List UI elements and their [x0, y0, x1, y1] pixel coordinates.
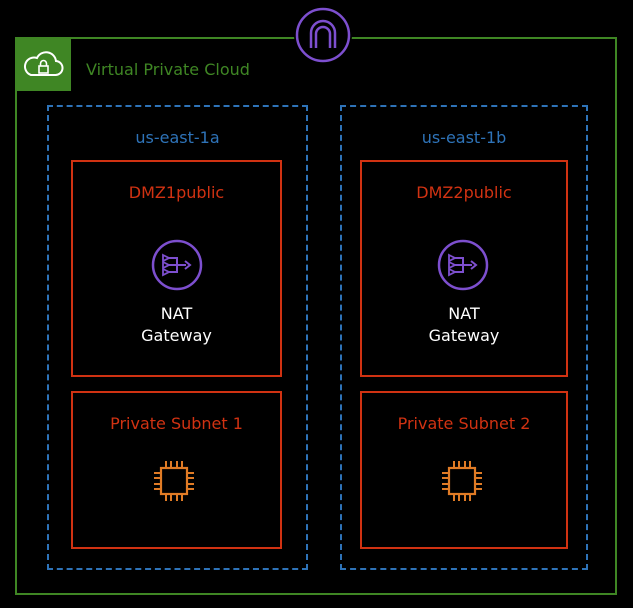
public-subnet-b: [360, 160, 568, 377]
nat-gateway-label-a: NAT Gateway: [71, 303, 282, 347]
ec2-chip-icon: [442, 461, 482, 501]
internet-gateway: [294, 6, 352, 64]
internet-gateway-icon: [295, 7, 351, 63]
public-subnet-label-a: DMZ1public: [128, 183, 225, 202]
az-label-a: us-east-1a: [135, 128, 220, 147]
public-subnet-label-b: DMZ2public: [416, 183, 512, 202]
private-subnet-b: [360, 391, 568, 549]
instance-b: [436, 455, 488, 507]
private-subnet-label-a: Private Subnet 1: [110, 414, 243, 433]
nat-gateway-label-line1: NAT: [160, 304, 193, 323]
vpc-label: Virtual Private Cloud: [86, 60, 250, 79]
az-label-b: us-east-1b: [421, 128, 507, 147]
cloud-lock-icon: [24, 51, 64, 76]
nat-gateway-label-line2: Gateway: [428, 326, 500, 345]
availability-zone-b: [340, 105, 588, 570]
nat-gateway-a: [150, 238, 204, 292]
nat-gateway-icon: [437, 239, 489, 291]
private-subnet-a: [71, 391, 282, 549]
nat-gateway-icon: [151, 239, 203, 291]
nat-gateway-label-b: NAT Gateway: [360, 303, 568, 347]
nat-gateway-label-line2: Gateway: [141, 326, 212, 345]
private-subnet-label-b: Private Subnet 2: [397, 414, 531, 433]
nat-gateway-b: [436, 238, 490, 292]
nat-gateway-label-line1: NAT: [448, 304, 480, 323]
public-subnet-a: [71, 160, 282, 377]
ec2-chip-icon: [154, 461, 194, 501]
availability-zone-a: [47, 105, 308, 570]
vpc-badge: [15, 37, 71, 91]
instance-a: [148, 455, 200, 507]
